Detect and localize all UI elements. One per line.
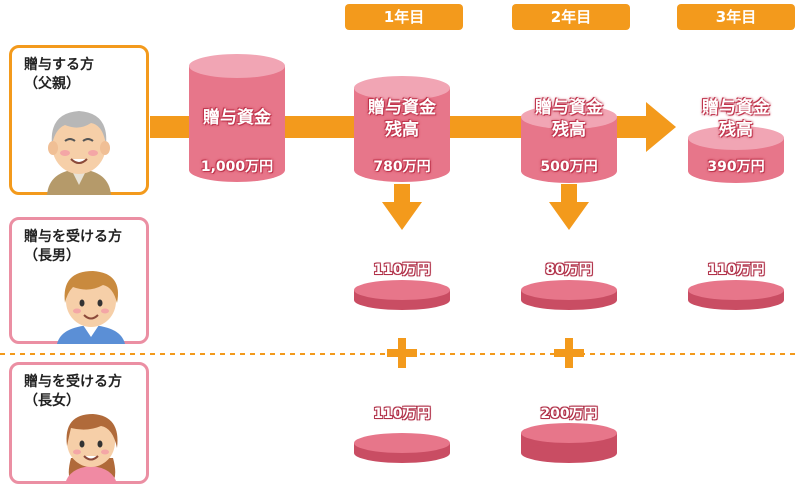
son-disc-year2 [521, 280, 617, 310]
cylinder-year3 [688, 126, 784, 183]
son-gift-year1: 110万円 [373, 262, 431, 278]
son-avatar-icon [57, 271, 125, 344]
cylinder-initial [189, 54, 285, 182]
son-gift-year2: 80万円 [545, 262, 593, 278]
initial-fund-title: 贈与資金 [203, 108, 271, 128]
daughter-disc-year1 [354, 433, 450, 463]
cylinder-year1 [354, 76, 450, 182]
plus-icon-year1 [387, 338, 417, 368]
balance-year1-title: 贈与資金 残高 [368, 98, 436, 140]
balance-year2-amount: 500万円 [540, 159, 598, 175]
father-label: 贈与する方 （父親） [24, 57, 94, 92]
daughter-avatar-icon [65, 414, 118, 484]
father-avatar-icon [47, 111, 111, 195]
down-arrow-year2 [549, 184, 589, 230]
year-1-header: 1年目 [345, 4, 463, 30]
balance-year1-amount: 780万円 [373, 159, 431, 175]
balance-year3-title: 贈与資金 残高 [702, 98, 770, 140]
son-disc-year1 [354, 280, 450, 310]
daughter-gift-year1: 110万円 [373, 406, 431, 422]
year-3-header: 3年目 [677, 4, 795, 30]
cylinder-year2 [521, 105, 617, 183]
balance-year3-amount: 390万円 [707, 159, 765, 175]
plus-icon-year2 [554, 338, 584, 368]
father-box: 贈与する方 （父親） [9, 45, 149, 195]
year-2-header: 2年目 [512, 4, 630, 30]
balance-year2-title: 贈与資金 残高 [535, 98, 603, 140]
son-box: 贈与を受ける方 （長男） [9, 217, 149, 344]
down-arrow-year1 [382, 184, 422, 230]
son-label: 贈与を受ける方 （長男） [24, 229, 122, 264]
son-disc-year3 [688, 280, 784, 310]
son-gift-year3: 110万円 [707, 262, 765, 278]
daughter-disc-year2 [521, 423, 617, 463]
flow-arrow-head [646, 102, 676, 152]
daughter-box: 贈与を受ける方 （長女） [9, 362, 149, 484]
daughter-gift-year2: 200万円 [540, 406, 598, 422]
initial-fund-amount: 1,000万円 [200, 159, 274, 175]
daughter-label: 贈与を受ける方 （長女） [24, 374, 122, 409]
